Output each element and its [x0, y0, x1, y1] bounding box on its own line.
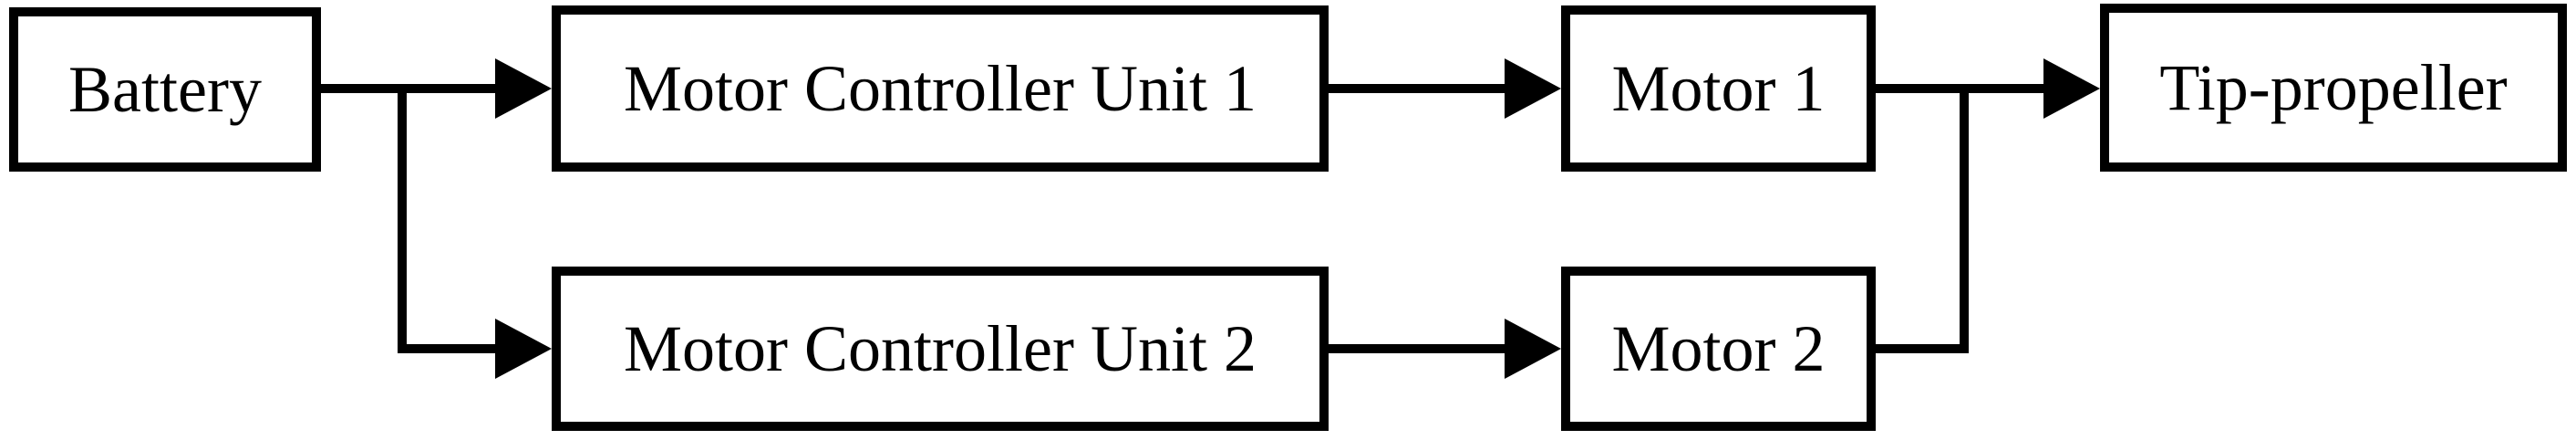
node-battery: Battery [9, 7, 321, 172]
edge-mcu1-to-motor1-line [1327, 84, 1509, 93]
node-motor-2: Motor 2 [1561, 267, 1876, 431]
edge-battery-branch-vertical-line [398, 84, 407, 353]
node-tip-propeller-label: Tip-propeller [2159, 51, 2508, 124]
node-motor-2-label: Motor 2 [1611, 312, 1826, 385]
node-motor-controller-unit-1: Motor Controller Unit 1 [552, 5, 1329, 172]
arrowhead-into-mcu1-icon [495, 58, 552, 119]
edge-battery-to-mcu2-line [398, 344, 502, 353]
node-motor-controller-unit-1-label: Motor Controller Unit 1 [624, 52, 1257, 125]
arrowhead-into-tip-propeller-icon [2043, 58, 2100, 119]
node-tip-propeller: Tip-propeller [2100, 4, 2567, 172]
node-motor-1: Motor 1 [1561, 5, 1876, 172]
arrowhead-into-motor2-icon [1505, 319, 1561, 379]
arrowhead-into-mcu2-icon [495, 319, 552, 379]
node-motor-controller-unit-2: Motor Controller Unit 2 [552, 267, 1329, 431]
edge-motor2-join-vertical-line [1960, 84, 1969, 353]
node-battery-label: Battery [68, 53, 262, 126]
node-motor-1-label: Motor 1 [1611, 52, 1826, 125]
edge-mcu2-to-motor2-line [1327, 344, 1509, 353]
node-motor-controller-unit-2-label: Motor Controller Unit 2 [624, 312, 1257, 385]
edge-motor2-output-line [1874, 344, 1969, 353]
arrowhead-into-motor1-icon [1505, 58, 1561, 119]
edge-battery-to-mcu1-line [319, 84, 502, 93]
